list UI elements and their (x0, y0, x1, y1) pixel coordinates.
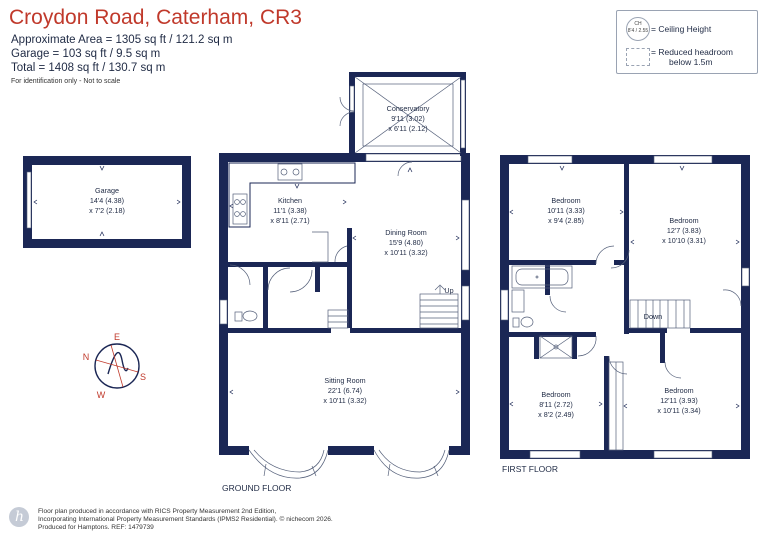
bedroom-1-dims-1: 10'11 (3.33) (547, 206, 585, 215)
compass-e: E (114, 332, 120, 342)
bedroom-1-dims-2: x 9'4 (2.85) (548, 216, 584, 225)
sitting-room-dims-1: 22'1 (6.74) (328, 386, 362, 395)
kitchen-name: Kitchen (278, 196, 302, 205)
bedroom-4-dims-1: 12'11 (3.93) (660, 396, 698, 405)
garage-area: Garage = 103 sq ft / 9.5 sq m (11, 48, 161, 60)
bedroom-2-dims-1: 12'7 (3.83) (667, 226, 701, 235)
dimension-arrows (33, 165, 740, 409)
badge-line2: 8'4 / 2.55 (627, 28, 649, 34)
bedroom-4-dims-2: x 10'11 (3.34) (657, 406, 700, 415)
bedroom-3-name: Bedroom (541, 390, 570, 399)
ceiling-height-label: = Ceiling Height (651, 24, 712, 34)
ground-floor-walls (219, 72, 470, 455)
label-bedroom-3: Bedroom 8'11 (2.72) x 8'2 (2.49) (538, 390, 574, 419)
compass-s: S (140, 372, 146, 382)
bedroom-3-dims-1: 8'11 (2.72) (539, 400, 573, 409)
footer-line-1: Floor plan produced in accordance with R… (38, 508, 277, 515)
badge-line1: CH (634, 21, 642, 27)
label-garage: Garage 14'4 (4.38) x 7'2 (2.18) (89, 186, 125, 215)
dining-room-name: Dining Room (385, 228, 427, 237)
bedroom-2-dims-2: x 10'10 (3.31) (662, 236, 706, 245)
bedroom-2-name: Bedroom (669, 216, 698, 225)
footer-notes: Floor plan produced in accordance with R… (38, 508, 333, 533)
kitchen-dims-1: 11'1 (3.38) (273, 206, 307, 215)
bedroom-4-name: Bedroom (664, 386, 693, 395)
nichecom-logo-icon: h (9, 507, 29, 527)
reduced-headroom-label: = Reduced headroom (651, 47, 733, 57)
label-conservatory: Conservatory 9'11 (3.02) x 6'11 (2.12) (387, 104, 430, 133)
dining-room-dims-1: 15'9 (4.80) (389, 238, 423, 247)
label-sitting-room: Sitting Room 22'1 (6.74) x 10'11 (3.32) (323, 376, 366, 405)
conservatory-name: Conservatory (387, 104, 430, 113)
dining-room-dims-2: x 10'11 (3.32) (384, 248, 427, 257)
ground-floor-label: GROUND FLOOR (222, 483, 291, 493)
first-floor-fixtures (511, 245, 742, 451)
logo-letter: h (15, 509, 25, 525)
compass-n: N (83, 352, 90, 362)
compass-letters: E N S W (83, 332, 146, 400)
first-floor-label: FIRST FLOOR (502, 464, 558, 474)
stairs-up-label: Up (444, 286, 453, 295)
garage-dims-2: x 7'2 (2.18) (89, 206, 125, 215)
conservatory-dims-2: x 6'11 (2.12) (388, 124, 427, 133)
garage-dims-1: 14'4 (4.38) (90, 196, 124, 205)
garage-name: Garage (95, 186, 119, 195)
kitchen-dims-2: x 8'11 (2.71) (270, 216, 309, 225)
sitting-room-name: Sitting Room (324, 376, 365, 385)
bedroom-1-name: Bedroom (551, 196, 580, 205)
footer-line-2: Incorporating International Property Mea… (38, 516, 333, 524)
ground-floor-fixtures (228, 96, 459, 479)
reduced-headroom-swatch (626, 48, 650, 66)
identification-note: For identification only - Not to scale (11, 78, 121, 85)
label-bedroom-4: Bedroom 12'11 (3.93) x 10'11 (3.34) (657, 386, 700, 415)
conservatory-dims-1: 9'11 (3.02) (391, 114, 425, 123)
garage-walls (23, 156, 191, 248)
first-floor-walls (500, 155, 750, 459)
approx-area: Approximate Area = 1305 sq ft / 121.2 sq… (11, 34, 233, 46)
label-bedroom-1: Bedroom 10'11 (3.33) x 9'4 (2.85) (547, 196, 585, 225)
bedroom-3-dims-2: x 8'2 (2.49) (538, 410, 574, 419)
compass-rose (94, 343, 140, 389)
sitting-room-dims-2: x 10'11 (3.32) (323, 396, 366, 405)
label-bedroom-2: Bedroom 12'7 (3.83) x 10'10 (3.31) (662, 216, 706, 245)
property-title: Croydon Road, Caterham, CR3 (9, 6, 302, 29)
footer-line-3: Produced for Hamptons. REF: 1479739 (38, 524, 154, 532)
label-kitchen: Kitchen 11'1 (3.38) x 8'11 (2.71) (270, 196, 309, 225)
ceiling-height-badge: CH 8'4 / 2.55 (626, 17, 650, 41)
label-dining-room: Dining Room 15'9 (4.80) x 10'11 (3.32) (384, 228, 427, 257)
total-area: Total = 1408 sq ft / 130.7 sq m (11, 62, 166, 74)
stairs-down-label: Down (644, 312, 662, 321)
reduced-headroom-label-2: below 1.5m (669, 57, 713, 67)
legend-key: CH 8'4 / 2.55 = Ceiling Height = Reduced… (616, 10, 758, 74)
compass-w: W (97, 390, 106, 400)
